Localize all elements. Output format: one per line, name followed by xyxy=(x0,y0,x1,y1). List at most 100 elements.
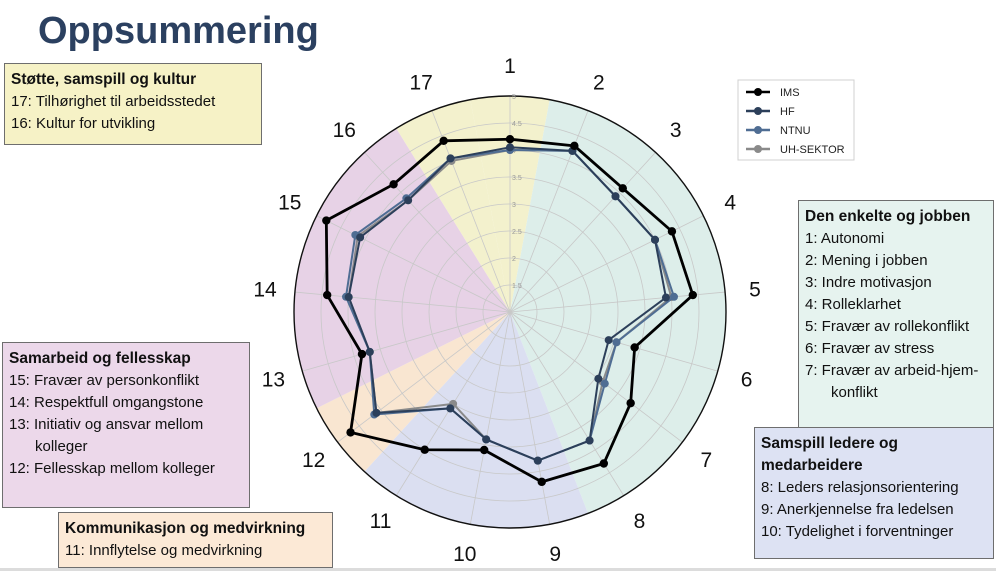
box-heading: Støtte, samspill og kultur xyxy=(11,71,197,88)
data-point xyxy=(604,336,613,345)
box-item: 3: Indre motivasjon xyxy=(805,274,932,291)
rtick-label: 3 xyxy=(512,202,516,209)
grid-spoke xyxy=(364,152,511,313)
sector-samspill xyxy=(364,312,589,528)
box-heading: Samarbeid og fellesskap xyxy=(9,350,191,367)
rtick-label: 2.5 xyxy=(512,229,522,236)
data-point xyxy=(618,184,627,193)
data-point xyxy=(446,404,455,413)
grid-spoke xyxy=(509,152,656,313)
data-point xyxy=(372,408,381,417)
bottom-divider xyxy=(0,568,996,571)
box-heading: Den enkelte og jobben xyxy=(805,208,971,225)
data-point xyxy=(600,379,609,388)
box-item: 6: Fravær av stress xyxy=(805,340,935,357)
data-point xyxy=(612,338,621,347)
legend-marker xyxy=(754,107,762,115)
axis-label-10: 10 xyxy=(453,543,476,566)
box-item: 9: Anerkjennelse fra ledelsen xyxy=(761,501,954,518)
rtick-label: 3.5 xyxy=(512,175,522,182)
box-item: 14: Respektfull omgangstone xyxy=(9,394,204,411)
data-point xyxy=(669,292,678,301)
rtick-label: 4 xyxy=(512,148,516,155)
series-hf xyxy=(344,143,670,465)
axis-label-2: 2 xyxy=(593,72,605,95)
axis-label-6: 6 xyxy=(741,368,753,391)
axis-label-4: 4 xyxy=(724,191,736,214)
data-point xyxy=(357,349,367,359)
box-heading: Samspill ledere og medarbeidere xyxy=(761,435,898,474)
legend-label: IMS xyxy=(780,87,800,99)
data-point xyxy=(446,154,455,163)
data-point xyxy=(667,227,677,236)
data-point xyxy=(570,141,579,151)
data-point xyxy=(356,233,365,242)
axis-label-1: 1 xyxy=(504,55,516,78)
box-item: 12: Fellesskap mellom kolleger xyxy=(9,460,215,477)
series-line xyxy=(347,146,667,462)
sector-stotte xyxy=(396,99,510,312)
data-point xyxy=(420,445,429,454)
axis-label-15: 15 xyxy=(278,191,301,214)
data-point xyxy=(346,428,355,437)
data-point xyxy=(344,293,353,302)
data-point xyxy=(482,435,491,444)
data-point xyxy=(506,143,514,152)
legend-marker xyxy=(754,88,762,96)
legend-marker xyxy=(754,126,762,134)
box-item: 4: Rolleklarhet xyxy=(805,296,901,313)
data-point xyxy=(626,398,635,408)
sector-samarbeid xyxy=(294,128,510,409)
data-point xyxy=(537,477,546,487)
series-line xyxy=(324,137,695,484)
outer-ring xyxy=(293,95,727,529)
sector-kommunikasjon xyxy=(316,312,510,472)
data-point xyxy=(322,290,332,300)
axis-label-17: 17 xyxy=(409,72,432,95)
box-item: 5: Fravær av rollekonflikt xyxy=(805,318,970,335)
grid-spoke xyxy=(337,311,511,443)
rtick-label: 1.5 xyxy=(512,283,522,290)
legend-box-samspill-ledere-medarbeidere: Samspill ledere og medarbeidere 8: Leder… xyxy=(754,427,994,559)
rtick-label: 4.5 xyxy=(512,121,522,128)
rtick-label: 5 xyxy=(512,94,516,101)
data-point xyxy=(322,216,331,225)
data-point xyxy=(389,180,398,189)
box-item: 7: Fravær av arbeid-hjem-konflikt xyxy=(805,362,979,401)
axis-label-7: 7 xyxy=(700,449,712,472)
data-point xyxy=(480,445,489,455)
data-point xyxy=(404,196,413,205)
axis-label-12: 12 xyxy=(302,449,325,472)
axis-label-16: 16 xyxy=(333,119,356,142)
axis-label-14: 14 xyxy=(253,278,277,301)
legend-label: UH-SEKTOR xyxy=(780,144,845,156)
legend-label: HF xyxy=(780,106,795,118)
legend-box-den-enkelte-og-jobben: Den enkelte og jobben 1: Autonomi 2: Men… xyxy=(798,200,994,428)
box-item: 15: Fravær av personkonflikt xyxy=(9,372,200,389)
data-point xyxy=(585,436,594,445)
data-point xyxy=(688,290,698,300)
data-point xyxy=(439,136,448,145)
data-point xyxy=(505,135,515,144)
axis-label-8: 8 xyxy=(634,510,646,533)
legend-marker xyxy=(754,145,762,153)
legend-box-stotte-samspill-kultur: Støtte, samspill og kultur 17: Tilhørigh… xyxy=(4,63,262,145)
data-point xyxy=(630,343,639,352)
box-heading: Kommunikasjon og medvirkning xyxy=(65,520,306,537)
grid-spoke xyxy=(302,311,511,372)
box-item: 2: Mening i jobben xyxy=(805,252,928,269)
page-title: Oppsummering xyxy=(38,10,319,52)
data-point xyxy=(661,293,670,302)
data-point xyxy=(611,192,620,201)
grid-spoke xyxy=(509,311,551,525)
radar-series xyxy=(322,135,698,487)
data-point xyxy=(594,374,603,383)
box-item: 13: Initiativ og ansvar mellom kolleger xyxy=(9,416,204,455)
grid-spoke xyxy=(469,311,511,525)
box-item: 10: Tydelighet i forventninger xyxy=(761,523,954,540)
box-item: 16: Kultur for utvikling xyxy=(11,115,156,132)
grid-spoke xyxy=(316,215,511,313)
